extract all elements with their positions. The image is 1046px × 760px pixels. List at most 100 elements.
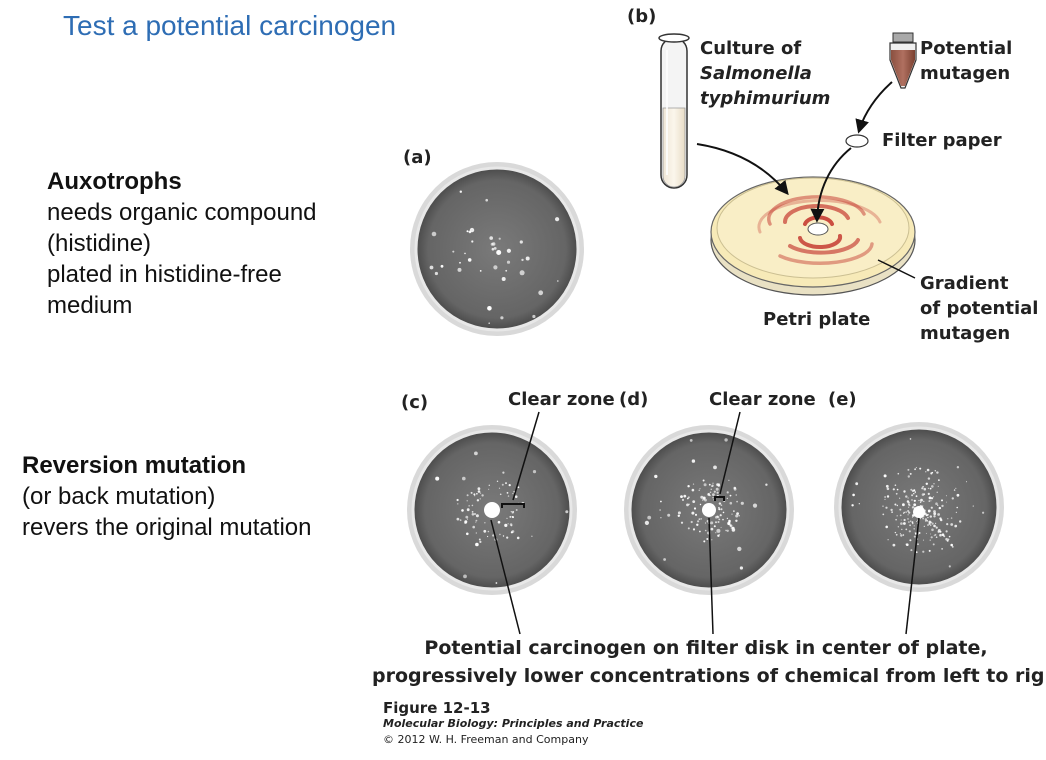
colony-dot (908, 521, 910, 523)
colony-dot (556, 280, 559, 282)
colony-dot (935, 526, 938, 529)
colony-dot (887, 539, 889, 541)
filter-paper-disk (845, 134, 869, 148)
reversion-line: (or back mutation) (22, 483, 216, 510)
colony-dot (726, 517, 729, 520)
colony-dot (713, 465, 717, 470)
colony-dot (937, 485, 939, 487)
colony-dot (930, 506, 933, 509)
colony-dot (918, 499, 920, 502)
auxotrophs-heading: Auxotrophs (47, 168, 182, 195)
gradient-label-line: Gradient (920, 273, 1009, 294)
colony-dot (907, 514, 909, 516)
colony-dot (459, 519, 462, 522)
colony-dot (724, 438, 728, 442)
colony-dot (475, 532, 477, 534)
colony-dot (500, 316, 504, 320)
colony-dot (471, 240, 474, 243)
colony-dot (468, 505, 470, 507)
colony-dot (474, 513, 476, 515)
colony-dot (928, 500, 931, 502)
colony-dot (691, 488, 695, 492)
colony-dot (927, 487, 930, 489)
colony-dot (923, 487, 927, 491)
colony-dot (660, 500, 662, 503)
colony-dot (726, 529, 729, 532)
colony-dot (915, 467, 917, 469)
colony-dot (945, 495, 947, 497)
colony-dot (914, 532, 916, 534)
colony-dot (699, 488, 701, 490)
colony-dot (692, 483, 695, 485)
colony-dot (905, 495, 908, 498)
colony-dot (698, 518, 701, 521)
colony-dot (911, 516, 913, 518)
colony-dot (691, 459, 696, 463)
colony-dot (644, 520, 650, 526)
colony-dot (941, 504, 944, 508)
colony-dot (718, 502, 722, 505)
auxotrophs-line: plated in histidine-free (47, 261, 282, 288)
culture-label-line: Culture of (700, 38, 802, 59)
colony-dot (951, 546, 954, 548)
colony-dot (484, 522, 486, 524)
colony-dot (883, 474, 887, 478)
colony-dot (933, 510, 936, 513)
colony-dot (493, 247, 497, 250)
colony-dot (950, 523, 954, 526)
colony-dot (719, 533, 721, 535)
colony-dot (502, 471, 505, 474)
colony-dot (913, 493, 915, 495)
gradient-rings (757, 195, 882, 265)
colony-dot (930, 536, 933, 539)
arrow-mutagen-to-filter (855, 81, 893, 134)
colony-dot (943, 535, 946, 538)
colony-dot (488, 488, 490, 490)
colony-dot (946, 539, 949, 542)
colony-dot (680, 521, 684, 524)
colony-dot (895, 492, 898, 495)
colony-dot (663, 558, 666, 561)
colony-dot (957, 494, 960, 496)
colony-dot (689, 439, 693, 442)
colony-dot (907, 475, 910, 478)
colony-dot (510, 531, 513, 534)
colony-dot (700, 495, 704, 499)
colony-dot (704, 498, 707, 502)
clear-zone-pointer-c (512, 411, 540, 501)
colony-dot (499, 533, 501, 536)
colony-dot (497, 520, 501, 524)
colony-dot (931, 485, 934, 488)
colony-dot (913, 503, 917, 507)
colony-dot (708, 483, 711, 486)
colony-dot (738, 515, 740, 517)
colony-dot (930, 521, 932, 523)
colony-dot (919, 501, 922, 503)
colony-dot (509, 523, 513, 526)
colony-dot (882, 513, 885, 516)
colony-dot (497, 250, 500, 253)
clear-zone-label-2: Clear zone (709, 389, 816, 410)
colony-dot (505, 269, 508, 272)
colony-dot (485, 198, 489, 202)
auxotrophs-block: Auxotrophs needs organic compound (histi… (47, 166, 317, 321)
colony-dot (927, 509, 931, 513)
colony-dot (725, 529, 727, 532)
colony-dot (516, 536, 520, 540)
colony-dot (713, 525, 716, 528)
caption-pointer-c (490, 519, 521, 635)
colony-dot (702, 499, 704, 501)
colony-dot (941, 499, 943, 502)
colony-dot (924, 520, 927, 522)
potential-mutagen-line: mutagen (920, 63, 1011, 84)
petri-plate-label: Petri plate (763, 309, 871, 330)
colony-dot (896, 515, 898, 517)
colony-dot (507, 523, 509, 525)
colony-dot (704, 522, 707, 524)
culture-label: Culture of Salmonella typhimurium (700, 36, 830, 111)
plate-d (624, 425, 794, 595)
plate-c-colonies (435, 451, 569, 584)
colony-dot (504, 523, 508, 528)
colony-dot (914, 468, 916, 471)
colony-dot (925, 471, 927, 473)
